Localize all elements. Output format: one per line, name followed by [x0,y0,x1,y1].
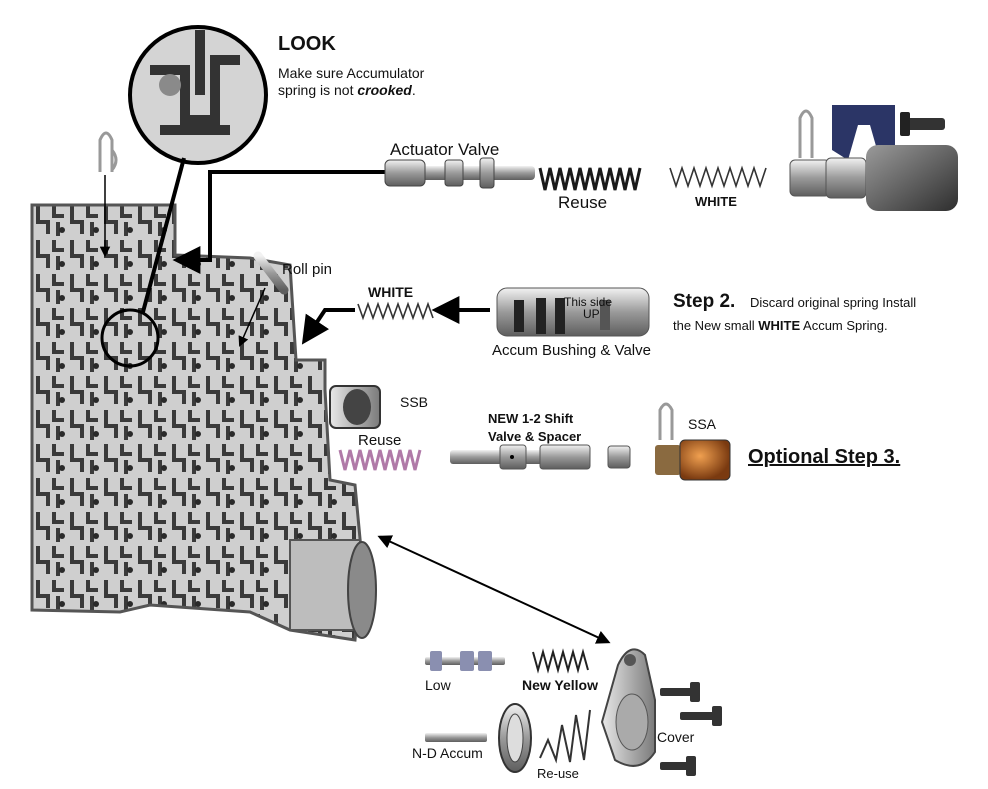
reuse-nd-spring [539,709,591,764]
shift-valve-label-1: NEW 1-2 Shift [488,411,574,426]
roll-pin-part [253,251,289,295]
reuse-spring [538,167,642,191]
low-valve-part [425,651,505,671]
step2-line-1: Discard original spring Install [750,295,916,310]
step2-title: Step 2. [673,291,735,312]
ssa-label: SSA [688,416,717,432]
reuse-label-actuator: Reuse [558,193,607,212]
look-line-1: Make sure Accumulator [278,65,425,81]
clip-ssa [658,402,674,440]
shift-valve-part [450,444,631,470]
white-label-accum: WHITE [368,284,413,300]
roll-pin-label: Roll pin [282,261,332,278]
new-yellow-spring [532,648,589,674]
nd-accum-part [425,703,532,773]
actuator-valve-label: Actuator Valve [390,140,499,159]
clip-actuator [798,109,814,158]
step2-line-2: the New small WHITE Accum Spring. [673,318,888,333]
leader-arrows [99,170,611,644]
look-title: LOOK [278,33,336,55]
reuse-label-ssb: Reuse [358,432,401,449]
white-label-actuator: WHITE [695,194,737,209]
cover-part [600,648,722,776]
up-label: UP [583,307,600,321]
accum-bushing-part [496,287,650,337]
step3-title: Optional Step 3. [748,446,900,468]
nd-accum-label: N-D Accum [412,745,483,761]
ssb-label: SSB [400,394,428,410]
low-label: Low [425,677,452,693]
actuator-valve-part [384,157,535,189]
purple-spring-ssb [338,449,422,471]
re-use-label: Re-use [537,766,579,781]
cover-label: Cover [657,729,695,745]
accum-bushing-label: Accum Bushing & Valve [492,342,651,359]
white-spring-actuator [669,165,767,189]
shift-valve-label-2: Valve & Spacer [488,429,581,444]
magnifier-circle [100,25,268,368]
new-yellow-label: New Yellow [522,677,598,693]
this-side-label: This side [564,295,612,309]
white-spring-accum [357,301,434,321]
solenoid-top-part [789,105,958,211]
ssa-solenoid-part [655,439,731,481]
look-line-2: spring is not crooked. [278,82,416,98]
clip-left [98,131,118,172]
